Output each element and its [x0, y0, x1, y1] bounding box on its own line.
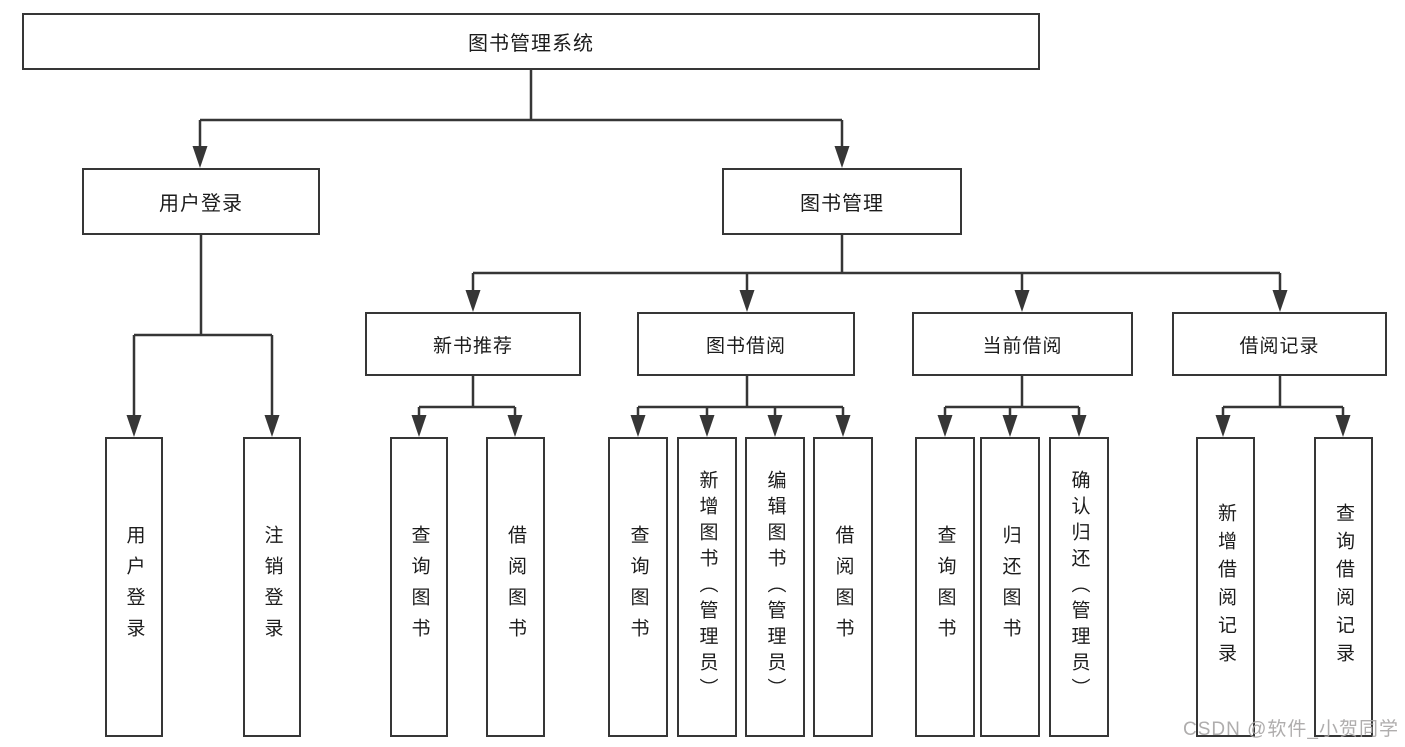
leaf-confirm-return-admin-label: 确认归还（管理员）: [1068, 470, 1090, 704]
node-book-management-label: 图书管理: [800, 193, 884, 215]
leaf-logout-label: 注销登录: [261, 525, 283, 649]
leaf-add-borrow-record: 新增借阅记录: [1196, 437, 1255, 737]
leaf-add-borrow-record-label: 新增借阅记录: [1215, 503, 1236, 671]
leaf-query-books-borrowing-label: 查询图书: [627, 525, 649, 649]
leaf-query-books-recommend: 查询图书: [390, 437, 448, 737]
node-user-login-label: 用户登录: [159, 193, 243, 215]
leaf-query-books-recommend-label: 查询图书: [408, 525, 430, 649]
leaf-query-borrow-record-label: 查询借阅记录: [1333, 503, 1354, 671]
leaf-user-login-label: 用户登录: [123, 525, 145, 649]
leaf-return-books: 归还图书: [980, 437, 1040, 737]
leaf-query-books-current: 查询图书: [915, 437, 975, 737]
node-book-borrowing: 图书借阅: [637, 312, 855, 376]
leaf-query-borrow-record: 查询借阅记录: [1314, 437, 1373, 737]
node-new-book-recommend: 新书推荐: [365, 312, 581, 376]
node-borrow-records-label: 借阅记录: [1239, 335, 1320, 357]
leaf-add-books-admin: 新增图书（管理员）: [677, 437, 737, 737]
leaf-borrow-books-recommend: 借阅图书: [486, 437, 545, 737]
csdn-watermark: CSDN @软件_小贺同学: [1183, 719, 1399, 740]
leaf-borrow-books-label: 借阅图书: [832, 525, 854, 649]
leaf-add-books-admin-label: 新增图书（管理员）: [696, 470, 718, 704]
leaf-borrow-books-recommend-label: 借阅图书: [505, 525, 526, 649]
node-new-book-recommend-label: 新书推荐: [432, 335, 513, 357]
leaf-return-books-label: 归还图书: [999, 525, 1021, 649]
leaf-logout: 注销登录: [243, 437, 301, 737]
leaf-confirm-return-admin: 确认归还（管理员）: [1049, 437, 1109, 737]
leaf-query-books-borrowing: 查询图书: [608, 437, 668, 737]
leaf-user-login: 用户登录: [105, 437, 163, 737]
node-book-management: 图书管理: [722, 168, 962, 235]
node-root-system: 图书管理系统: [22, 13, 1040, 70]
node-book-borrowing-label: 图书借阅: [705, 335, 786, 357]
leaf-query-books-current-label: 查询图书: [934, 525, 956, 649]
node-current-borrowing-label: 当前借阅: [982, 335, 1063, 357]
node-user-login: 用户登录: [82, 168, 320, 235]
leaf-borrow-books: 借阅图书: [813, 437, 873, 737]
leaf-edit-books-admin: 编辑图书（管理员）: [745, 437, 805, 737]
node-borrow-records: 借阅记录: [1172, 312, 1387, 376]
leaf-edit-books-admin-label: 编辑图书（管理员）: [764, 470, 786, 704]
node-current-borrowing: 当前借阅: [912, 312, 1133, 376]
node-root-label: 图书管理系统: [468, 33, 594, 55]
